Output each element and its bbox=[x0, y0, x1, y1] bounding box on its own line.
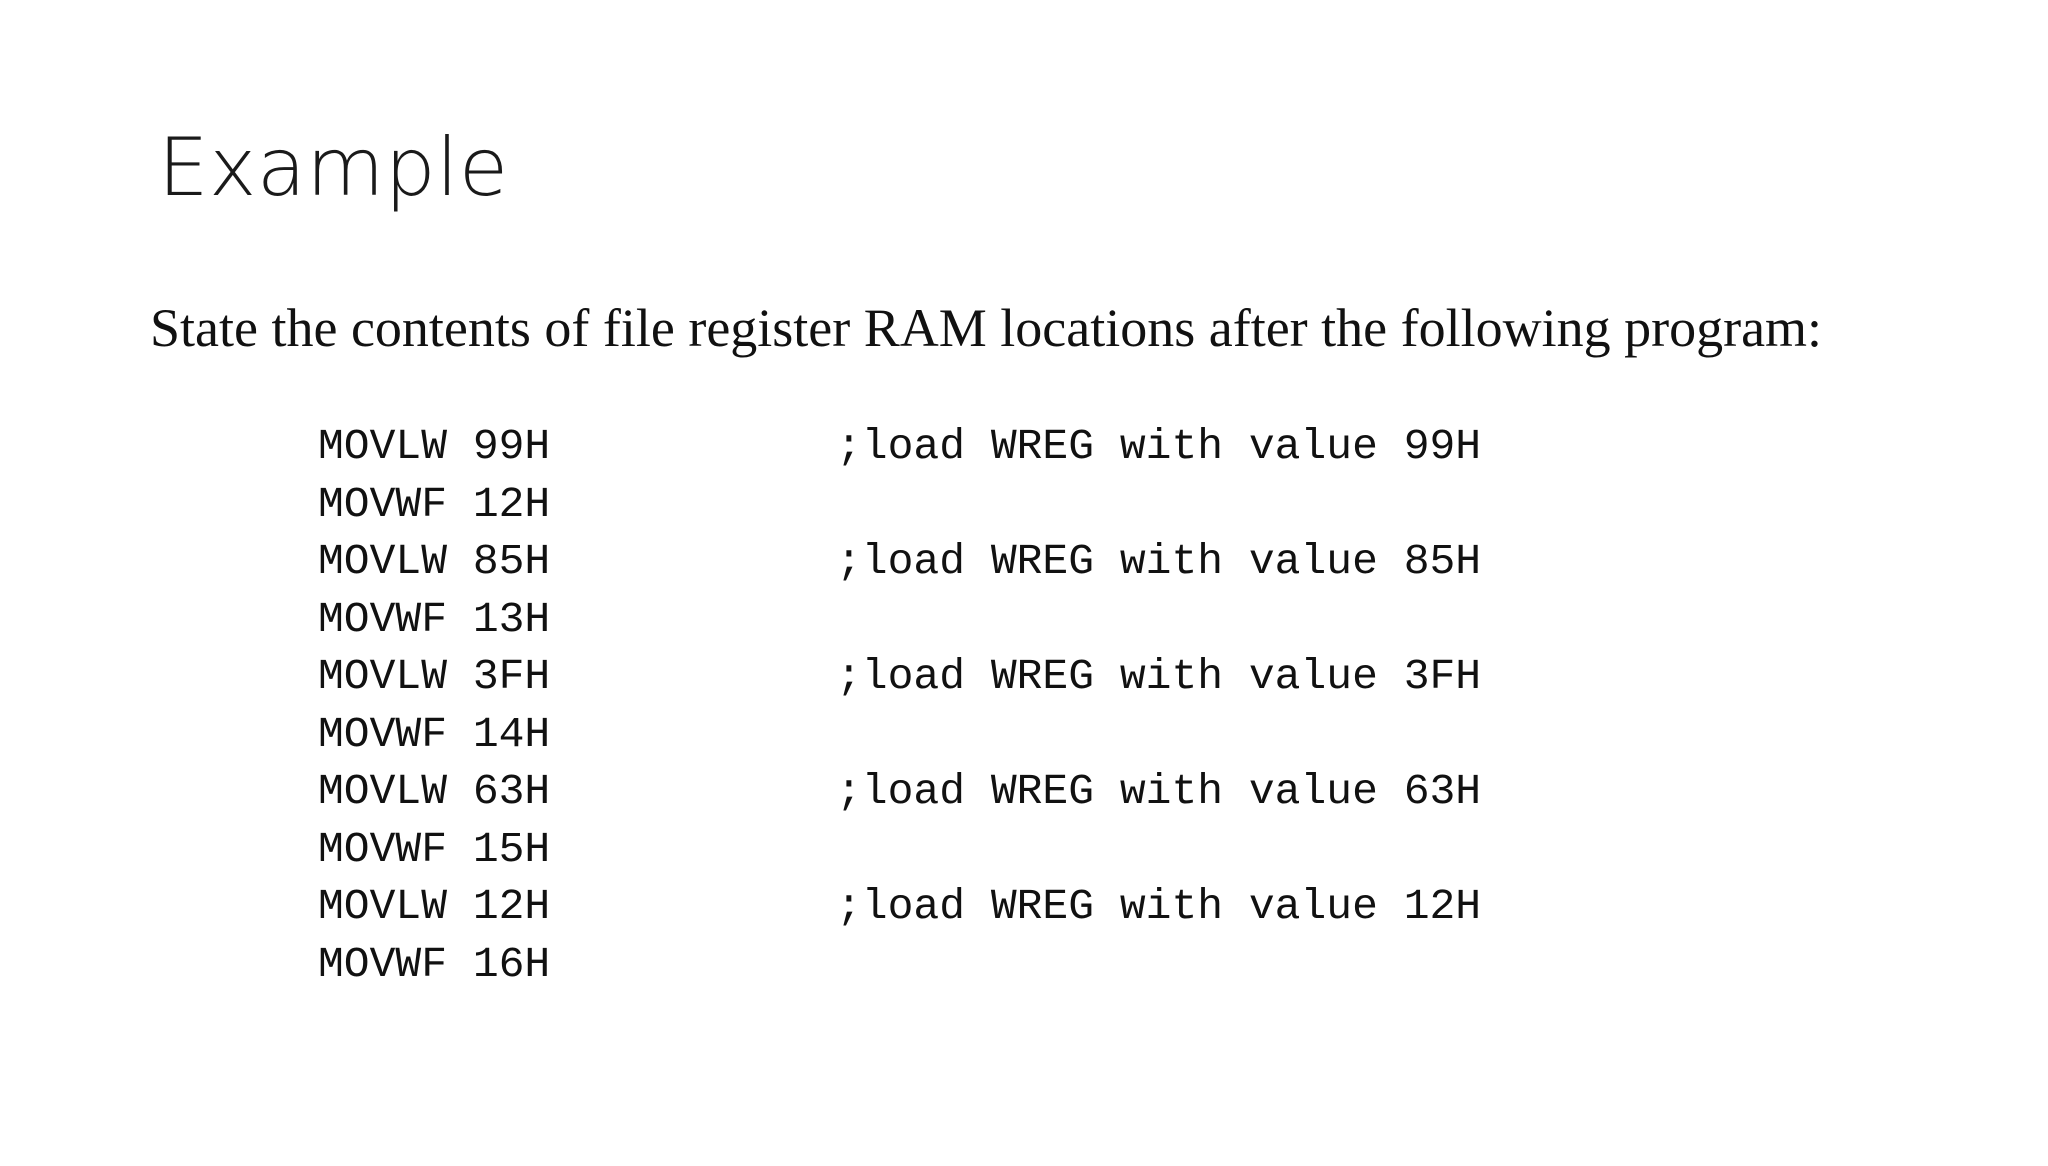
code-comment: ;load WREG with value 99H bbox=[836, 422, 1482, 471]
code-line: MOVLW 85H ;load WREG with value 85H bbox=[318, 533, 1481, 591]
code-instruction: MOVLW 63H bbox=[318, 767, 551, 816]
code-line: MOVWF 16H bbox=[318, 936, 550, 994]
code-line: MOVLW 12H ;load WREG with value 12H bbox=[318, 878, 1481, 936]
code-instruction: MOVLW 3FH bbox=[318, 652, 551, 701]
code-instruction: MOVWF 13H bbox=[318, 594, 551, 644]
code-instruction: MOVLW 12H bbox=[318, 882, 551, 931]
code-instruction: MOVWF 15H bbox=[318, 824, 551, 874]
code-listing: MOVLW 99H ;load WREG with value 99H MOVW… bbox=[318, 418, 1481, 994]
code-line: MOVWF 12H bbox=[318, 476, 550, 534]
code-line: MOVLW 99H ;load WREG with value 99H bbox=[318, 418, 1481, 476]
problem-statement: State the contents of file register RAM … bbox=[150, 298, 1823, 358]
code-instruction: MOVWF 14H bbox=[318, 709, 551, 759]
slide-title: Example bbox=[158, 121, 509, 214]
code-instruction: MOVLW 85H bbox=[318, 537, 551, 586]
code-instruction: MOVLW 99H bbox=[318, 422, 551, 471]
code-instruction: MOVWF 16H bbox=[318, 939, 551, 989]
code-comment: ;load WREG with value 3FH bbox=[836, 652, 1482, 701]
code-comment: ;load WREG with value 12H bbox=[836, 882, 1482, 931]
code-line: MOVWF 14H bbox=[318, 706, 550, 764]
code-line: MOVWF 13H bbox=[318, 591, 550, 649]
code-line: MOVWF 15H bbox=[318, 821, 550, 879]
code-line: MOVLW 63H ;load WREG with value 63H bbox=[318, 763, 1481, 821]
code-comment: ;load WREG with value 85H bbox=[836, 537, 1482, 586]
code-instruction: MOVWF 12H bbox=[318, 479, 551, 529]
code-comment: ;load WREG with value 63H bbox=[836, 767, 1482, 816]
code-line: MOVLW 3FH ;load WREG with value 3FH bbox=[318, 648, 1481, 706]
